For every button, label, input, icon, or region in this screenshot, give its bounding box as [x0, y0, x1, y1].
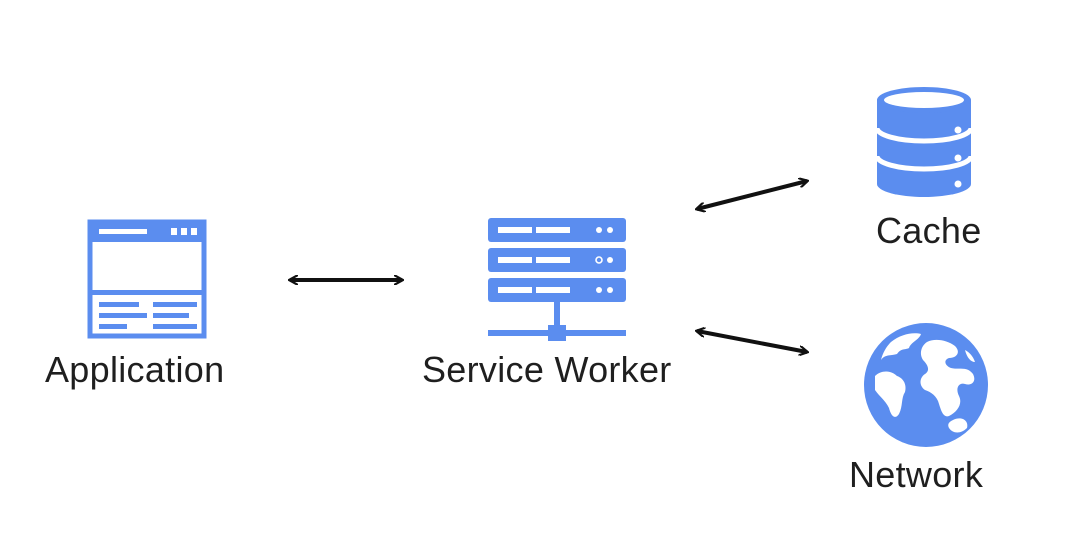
server-rack-icon	[486, 216, 628, 342]
database-icon	[874, 84, 974, 200]
service-worker-label: Service Worker	[422, 349, 672, 390]
network-label: Network	[849, 454, 984, 495]
arrow-service-worker-network	[697, 331, 807, 352]
arrow-service-worker-cache	[697, 181, 807, 209]
browser-window-icon	[87, 219, 207, 339]
globe-icon	[861, 320, 991, 450]
application-label: Application	[45, 349, 225, 390]
cache-label: Cache	[876, 210, 982, 251]
